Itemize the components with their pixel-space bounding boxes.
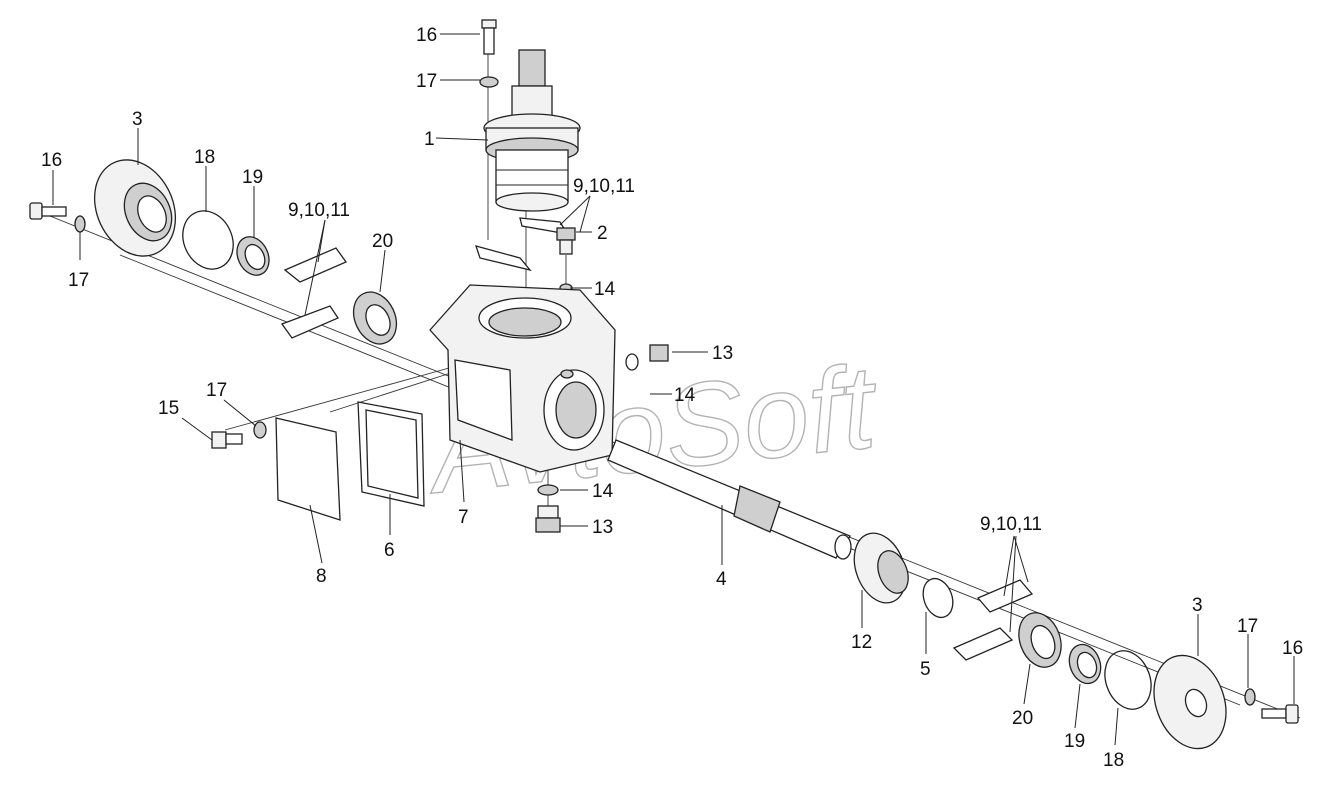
callout-18-left: 18 [194,147,215,168]
spacer-5 [922,577,954,619]
clip-right-b [952,627,1014,661]
oring-right [1104,650,1152,710]
callout-4: 4 [716,569,727,590]
clip-left-b [280,305,339,339]
gasket-inner [365,409,419,499]
callout-13-bottom: 13 [592,517,613,538]
clip-upper-b [474,245,532,272]
washer-17-mid [253,421,267,439]
callout-17-left: 17 [68,270,89,291]
callout-3-left: 3 [132,109,143,130]
flange-left [93,159,177,257]
bolt-left [29,202,67,220]
bolt-top [481,19,497,55]
callout-2: 2 [597,223,608,244]
plug-13-bottom [535,505,561,533]
callout-8: 8 [316,566,327,587]
callout-20-left: 20 [372,231,393,252]
callout-20-right: 20 [1012,708,1033,729]
callout-14-top: 14 [594,279,616,300]
bolt-right [1261,704,1299,724]
plug-13-top [625,344,669,371]
callout-9-10-11-right: 9,10,11 [980,514,1042,535]
callout-16-top: 16 [416,25,437,46]
washer-17-right [1244,688,1256,706]
callout-17-right: 17 [1237,616,1258,637]
callout-6: 6 [384,540,395,561]
callout-15: 15 [158,398,179,419]
washer-17-left [74,215,86,233]
seal-right [1068,643,1102,685]
callout-17-mid: 17 [206,380,227,401]
seal-left [236,236,270,276]
washer-top [479,76,499,88]
callout-17-top: 17 [416,71,437,92]
callout-9-10-11-left: 9,10,11 [288,200,350,221]
callout-5: 5 [920,659,931,680]
bolt-15 [211,431,243,449]
callout-16-left: 16 [41,150,62,171]
gearbox-housing [429,284,616,473]
shaft [607,439,852,560]
callout-16-right: 16 [1282,638,1303,659]
flange-12 [853,532,909,604]
leader-lines [52,33,1295,746]
flange-right [1153,654,1227,750]
callout-19-right: 19 [1064,731,1085,752]
callout-13-top: 13 [712,343,733,364]
callout-14-mid: 14 [674,385,696,406]
washer-14-bottom [537,484,559,496]
callout-7: 7 [458,507,469,528]
cover-plate [275,417,341,521]
callout-1: 1 [424,129,435,150]
callout-19-left: 19 [242,167,263,188]
oring-left [182,210,234,270]
callout-18-right: 18 [1103,750,1124,771]
steering-unit [483,49,581,212]
bearing-right [1018,612,1062,668]
callout-12: 12 [851,632,872,653]
callout-3-right: 3 [1192,595,1203,616]
callout-9-10-11-top: 9,10,11 [573,176,635,197]
gasket [357,401,425,507]
bearing-left [352,291,398,345]
callout-14-bottom: 14 [592,481,614,502]
plug-2 [556,227,576,255]
